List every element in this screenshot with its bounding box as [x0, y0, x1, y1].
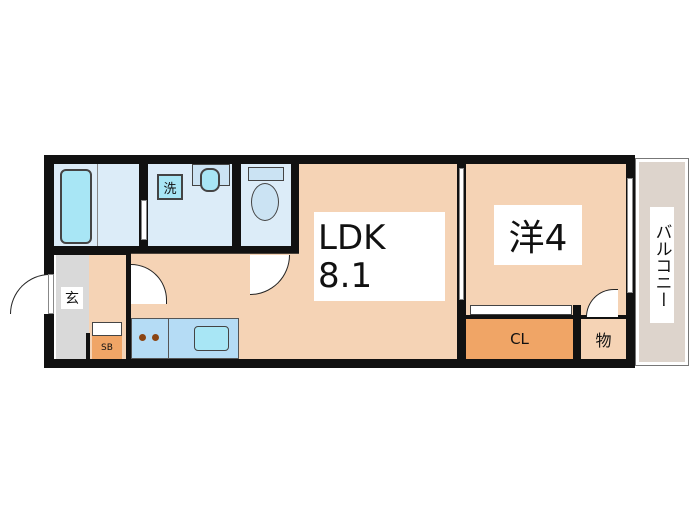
- sliding-door-ldk-western[interactable]: [459, 168, 464, 300]
- bath-divider: [97, 164, 98, 246]
- stove-burner-icon: [152, 334, 159, 341]
- front-door-frame: [48, 274, 54, 314]
- wall-hall-ldk: [126, 255, 131, 368]
- ldk-label-box: LDK 8.1: [314, 212, 445, 301]
- basin-bowl-icon: [200, 168, 220, 192]
- entrance-label: 玄: [61, 287, 83, 309]
- wall-closet-storage: [573, 305, 581, 365]
- closet: CL: [466, 319, 573, 359]
- bath-door[interactable]: [141, 200, 147, 240]
- shoebox-wall: [86, 333, 90, 359]
- outer-wall-bottom: [44, 359, 634, 368]
- toilet-tank-icon: [248, 167, 284, 181]
- storage: 物: [581, 319, 626, 359]
- washer-label: 洗: [163, 181, 177, 197]
- balcony-window[interactable]: [627, 178, 633, 293]
- bathtub-icon: [60, 169, 92, 244]
- balcony-label: バルコニー: [650, 207, 674, 323]
- shoebox: SB: [92, 336, 122, 359]
- outer-wall-top: [44, 155, 634, 164]
- wall-closet: [466, 315, 626, 319]
- front-door[interactable]: [10, 274, 50, 314]
- counter-divider: [168, 318, 169, 359]
- balcony: バルコニー: [635, 158, 689, 366]
- toilet-bowl-icon: [251, 183, 279, 221]
- outer-wall-left: [44, 155, 54, 368]
- stove-burner-icon: [139, 334, 146, 341]
- sink-icon: [194, 326, 229, 351]
- western-label: 洋4: [494, 205, 582, 265]
- washer-space: [157, 174, 183, 200]
- wall-wet-bottom: [44, 246, 299, 255]
- wall-toilet-ldk: [291, 155, 299, 255]
- ldk-label: LDK: [318, 217, 386, 258]
- ldk-size: 8.1: [318, 255, 373, 296]
- closet-doors[interactable]: [470, 305, 572, 315]
- shoebox-door[interactable]: [92, 322, 122, 336]
- wall-wash-toilet: [232, 155, 241, 255]
